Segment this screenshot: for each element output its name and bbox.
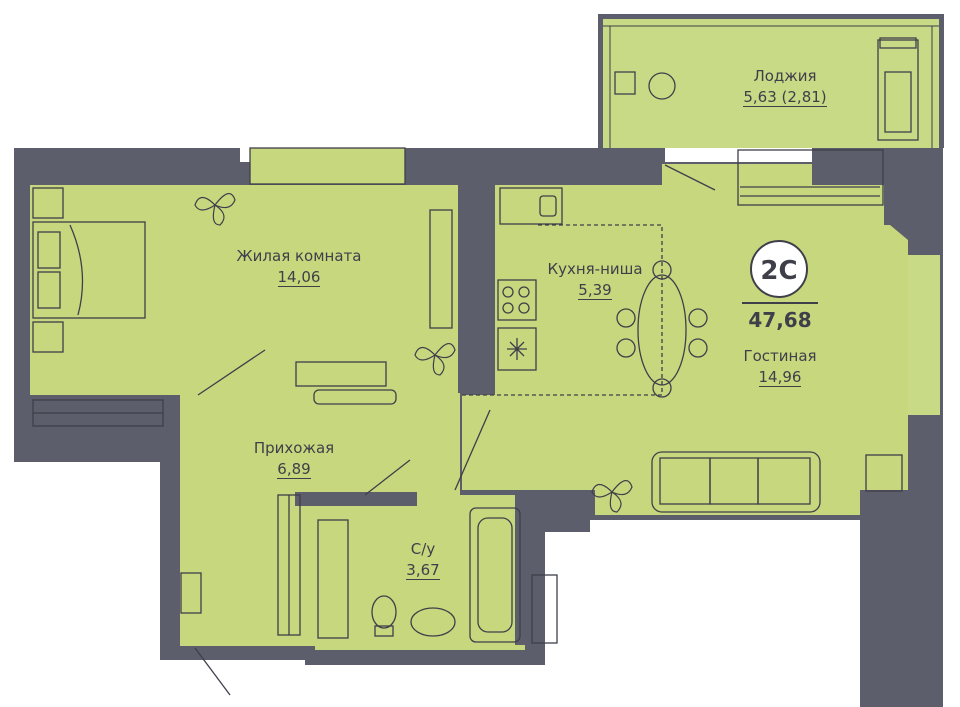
- desk-icon: [614, 71, 676, 100]
- lounge-label: Гостиная 14,96: [730, 346, 830, 388]
- treadmill-icon: [877, 37, 919, 141]
- sink-icon: [499, 187, 563, 225]
- bathroom-area: 3,67: [406, 561, 440, 580]
- total-area: 47,68: [742, 302, 818, 332]
- armchair-icon: [865, 454, 903, 492]
- kitchen-name: Кухня-ниша: [547, 260, 643, 278]
- stove-icon: [497, 279, 537, 321]
- hallway-area: 6,89: [277, 460, 311, 479]
- lounge-area: 14,96: [758, 368, 802, 387]
- bathtub-icon: [469, 507, 521, 643]
- fridge-icon: [497, 327, 537, 371]
- plant-icon: [194, 193, 633, 513]
- bathroom-name: С/у: [410, 540, 436, 558]
- loggia-name: Лоджия: [753, 67, 817, 85]
- living-room-area: 14,06: [277, 268, 321, 287]
- living-room-name: Жилая комната: [236, 247, 362, 265]
- hallway-label: Прихожая 6,89: [244, 438, 344, 480]
- tv-stand-icon: [295, 361, 387, 387]
- lounge-name: Гостиная: [743, 347, 817, 365]
- kitchen-label: Кухня-ниша 5,39: [535, 259, 655, 301]
- washbasin-icon: [410, 607, 456, 637]
- toilet-icon: [371, 595, 397, 637]
- shelf-icon: [429, 209, 453, 329]
- loggia-label: Лоджия 5,63 (2,81): [730, 66, 840, 108]
- apartment-type-badge: 2С: [750, 240, 808, 298]
- lounge-floor: [462, 164, 908, 515]
- dining-table-icon: [616, 260, 708, 398]
- loggia-area: 5,63 (2,81): [743, 88, 827, 107]
- wardrobe-icon: [32, 399, 164, 427]
- shoe-rack-icon: [180, 494, 301, 636]
- bathroom-label: С/у 3,67: [388, 539, 458, 581]
- living-room-label: Жилая комната 14,06: [214, 246, 384, 288]
- sofa-icon: [651, 451, 821, 513]
- partitions: [160, 150, 943, 645]
- bathroom-floor: [315, 495, 525, 650]
- kitchen-area: 5,39: [578, 281, 612, 300]
- bed-icon: [32, 187, 146, 353]
- hallway-name: Прихожая: [253, 439, 335, 457]
